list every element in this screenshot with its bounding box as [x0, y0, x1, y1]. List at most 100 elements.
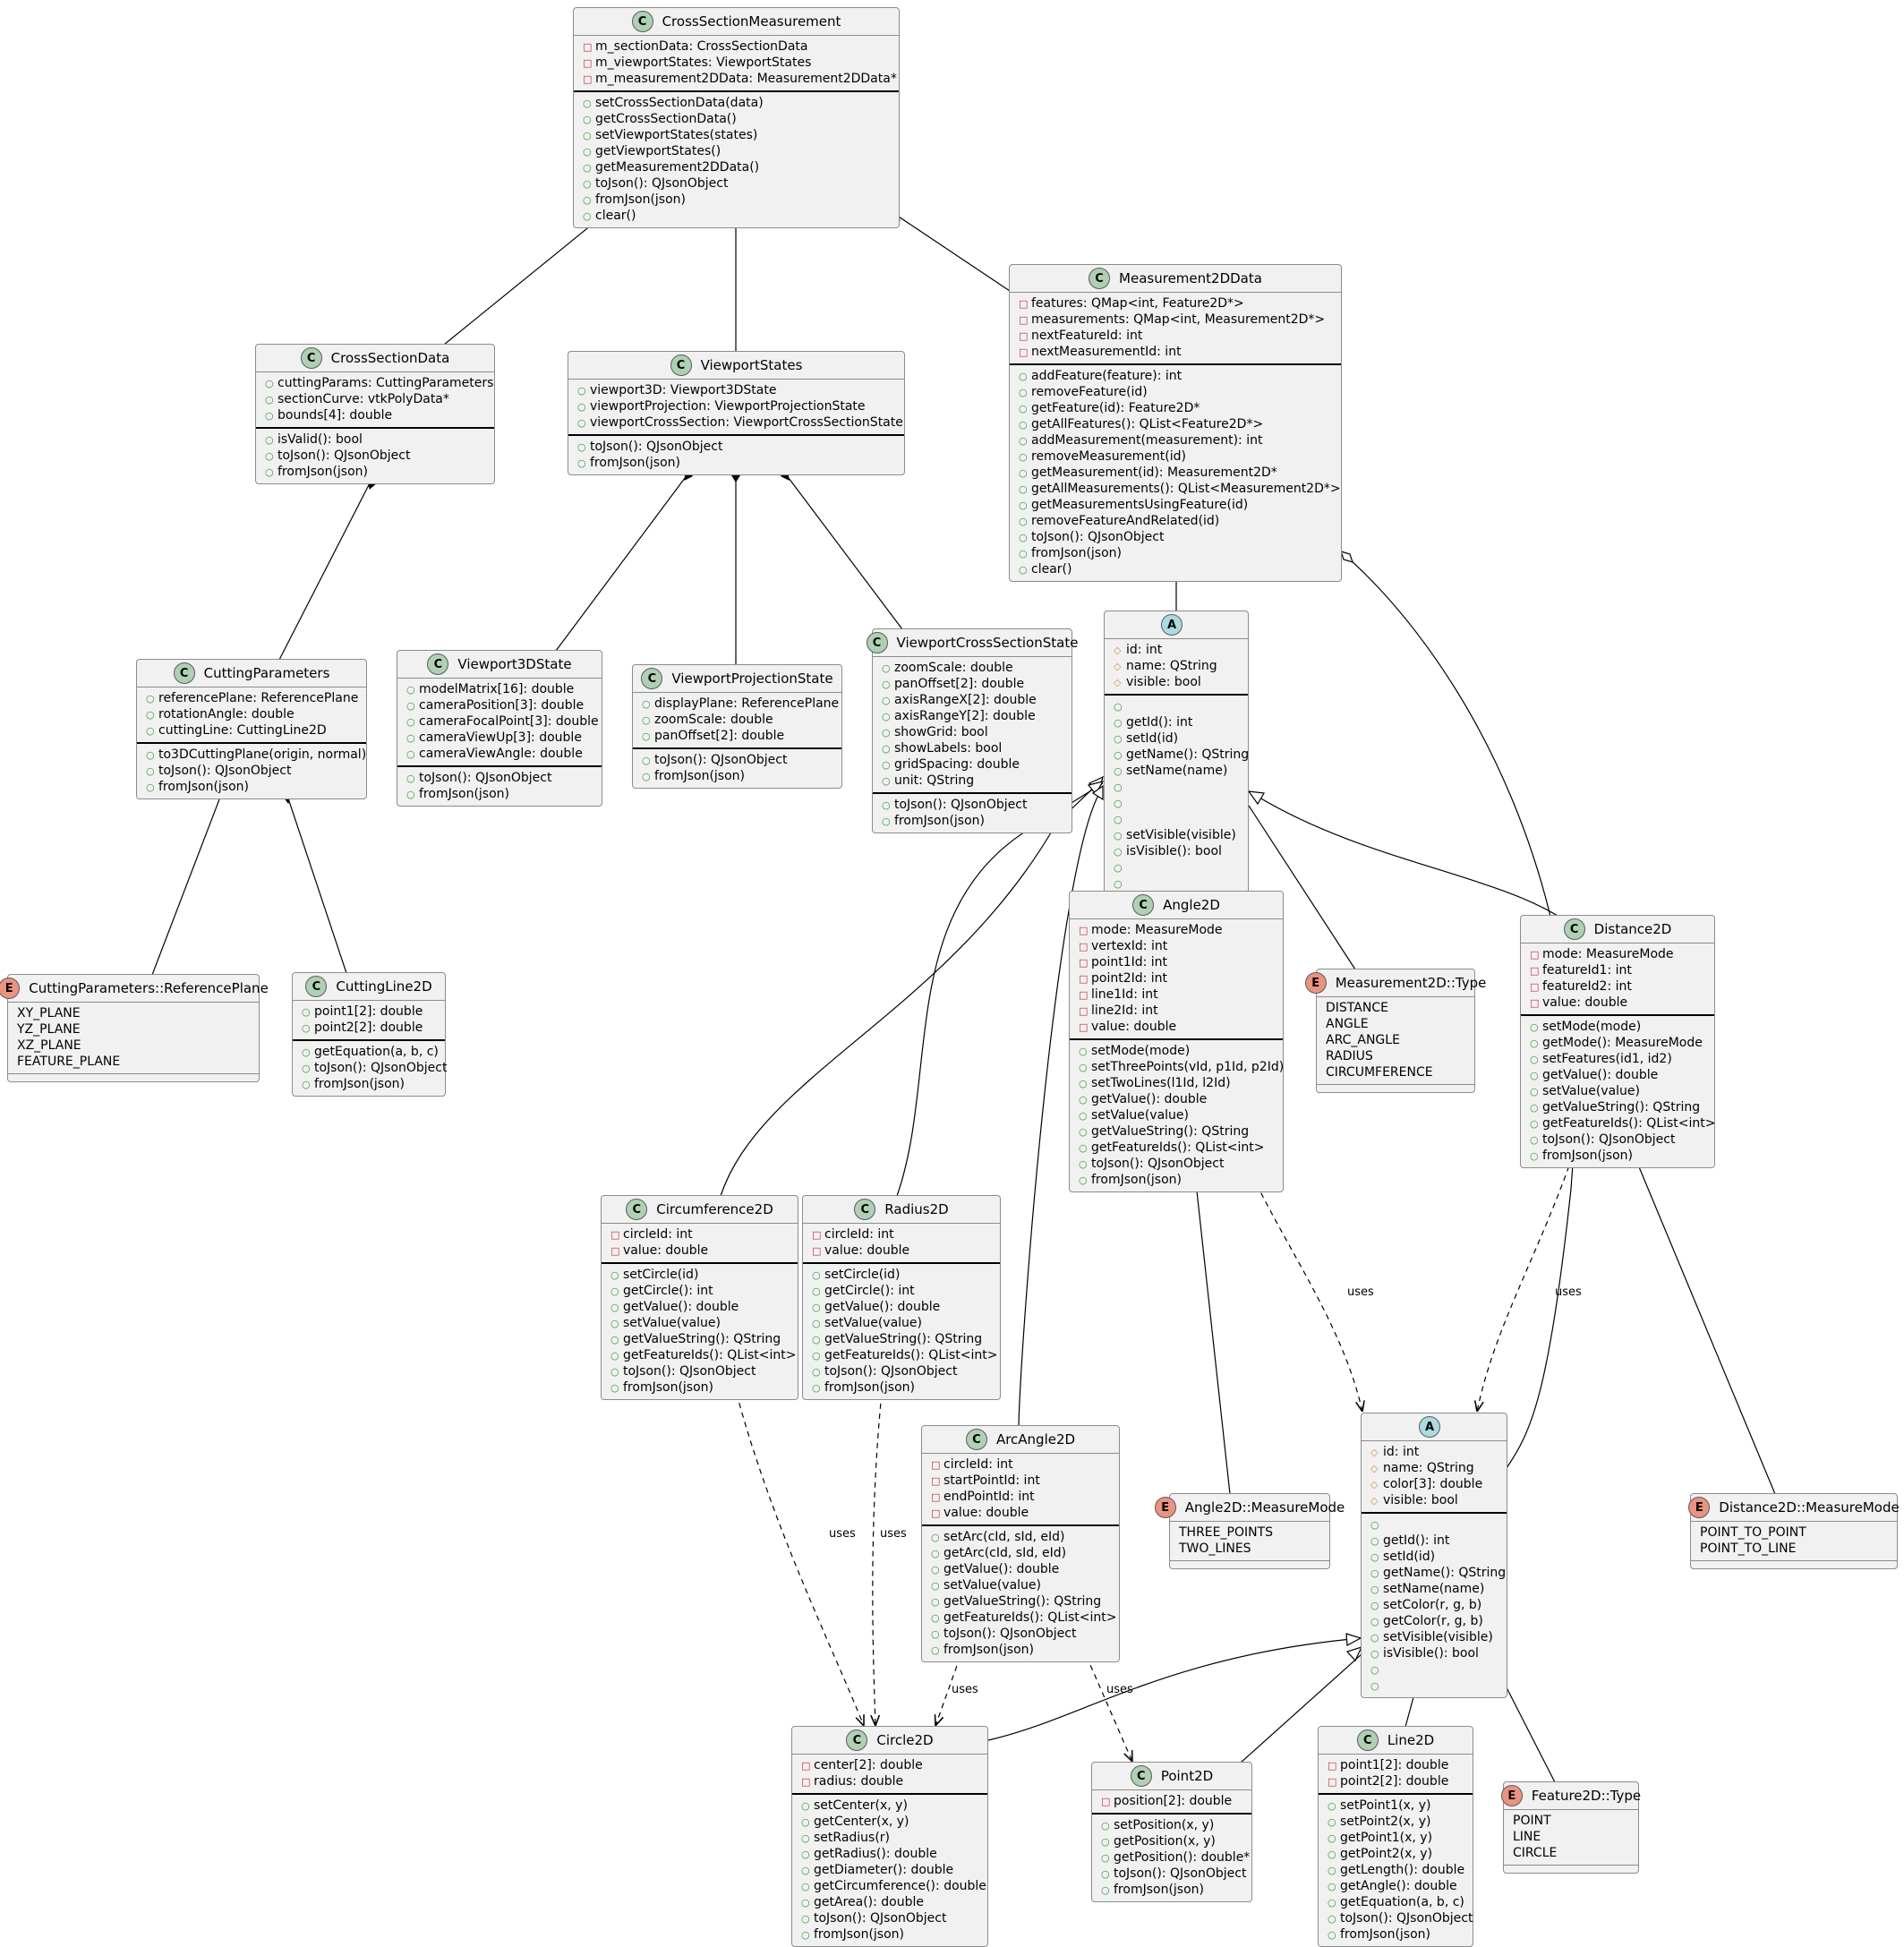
attribute-text: name: QString — [1126, 659, 1217, 673]
attribute-row: ○sectionCurve: vtkPolyData* — [256, 391, 494, 407]
attribute-row: ○axisRangeY[2]: double — [873, 708, 1072, 724]
public-icon: ○ — [1079, 1046, 1088, 1057]
attribute-row: □featureId1: int — [1521, 962, 1714, 978]
public-icon: ○ — [1114, 781, 1123, 793]
public-icon: ○ — [642, 771, 651, 782]
method-text: setPosition(x, y) — [1114, 1818, 1215, 1832]
attribute-text: name: QString — [1383, 1461, 1474, 1475]
method-row: ○getCircle(): int — [602, 1283, 798, 1299]
attribute-text: measurements: QMap<int, Measurement2D*> — [1031, 312, 1326, 327]
class-name: Distance2D — [1593, 921, 1672, 937]
method-row: ○getFeatureIds(): QList<int> — [602, 1347, 798, 1363]
public-icon: ○ — [1101, 1836, 1110, 1848]
class-name: ViewportStates — [700, 357, 803, 373]
attribute-text: position[2]: double — [1114, 1794, 1233, 1808]
attribute-text: value: double — [1542, 995, 1628, 1010]
attribute-row: ○displayPlane: ReferencePlane — [633, 696, 841, 712]
class-icon: C — [305, 976, 328, 997]
class-icon: C — [300, 347, 322, 369]
method-text: clear() — [595, 209, 636, 223]
attribute-row: □circleId: int — [922, 1456, 1119, 1473]
attribute-row: ○showLabels: bool — [873, 740, 1072, 756]
class-name: Line2D — [1387, 1732, 1435, 1748]
attribute-text: sectionCurve: vtkPolyData* — [277, 392, 449, 406]
enum-value: CIRCUMFERENCE — [1326, 1065, 1433, 1080]
method-text: fromJson(json) — [1542, 1149, 1633, 1163]
method-text: getAngle(): double — [1340, 1879, 1457, 1893]
public-icon: ○ — [1114, 798, 1123, 809]
method-row: ○ — [1362, 1678, 1507, 1694]
method-row: ○getPoint2(x, y) — [1319, 1846, 1473, 1862]
attribute-text: id: int — [1383, 1445, 1420, 1459]
enum-icon: E — [0, 978, 21, 999]
method-text: fromJson(json) — [314, 1077, 405, 1091]
method-row: ○getValueString(): QString — [1070, 1123, 1283, 1140]
public-icon: ○ — [610, 1350, 619, 1362]
attribute-row: □mode: MeasureMode — [1070, 922, 1283, 938]
protected-icon: ◇ — [1370, 1479, 1379, 1490]
attribute-text: visible: bool — [1126, 675, 1201, 689]
public-icon: ○ — [146, 725, 155, 737]
public-icon: ○ — [931, 1564, 940, 1576]
class-name: ViewportCrossSectionState — [896, 635, 1079, 651]
method-row: ○toJson(): QJsonObject — [633, 752, 841, 768]
method-row: ○setRadius(r) — [792, 1830, 987, 1846]
private-icon: □ — [1079, 941, 1089, 952]
method-text: setPoint1(x, y) — [1340, 1798, 1431, 1813]
attribute-text: m_sectionData: CrossSectionData — [595, 39, 808, 54]
public-icon: ○ — [801, 1849, 810, 1860]
method-text: removeFeature(id) — [1031, 385, 1148, 399]
method-text: getValueString(): QString — [824, 1332, 983, 1346]
method-text: getViewportStates() — [595, 144, 721, 158]
public-icon: ○ — [801, 1897, 810, 1909]
method-row: ○getMeasurement(id): Measurement2D* — [1010, 465, 1341, 481]
method-text: setThreePoints(vId, p1Id, p2Id) — [1091, 1060, 1285, 1074]
public-icon: ○ — [882, 759, 891, 771]
attribute-row: ○point2[2]: double — [293, 1020, 445, 1036]
method-text: getEquation(a, b, c) — [314, 1045, 439, 1059]
method-text: getArea(): double — [814, 1895, 925, 1909]
public-icon: ○ — [1370, 1519, 1379, 1531]
public-icon: ○ — [1114, 814, 1123, 825]
public-icon: ○ — [406, 773, 415, 784]
public-icon: ○ — [1328, 1881, 1336, 1892]
class-icon: C — [854, 1199, 876, 1220]
attribute-text: visible: bool — [1383, 1493, 1458, 1507]
method-row: ○fromJson(json) — [633, 768, 841, 784]
attribute-row: □features: QMap<int, Feature2D*> — [1010, 295, 1341, 312]
attributes-section: □m_sectionData: CrossSectionData□m_viewp… — [574, 35, 899, 90]
method-row: ○fromJson(json) — [1319, 1926, 1473, 1943]
public-icon: ○ — [882, 775, 891, 787]
attribute-text: showGrid: bool — [894, 725, 988, 739]
method-text: getFeature(id): Feature2D* — [1031, 401, 1200, 415]
private-icon: □ — [1530, 981, 1540, 993]
method-text: setPoint2(x, y) — [1340, 1815, 1431, 1829]
class-name: Point2D — [1160, 1768, 1214, 1784]
method-text: setValue(value) — [1091, 1108, 1190, 1123]
method-text: getArc(cId, sId, eId) — [943, 1546, 1067, 1560]
method-text: getPosition(x, y) — [1114, 1834, 1216, 1849]
method-text: fromJson(json) — [894, 814, 985, 828]
attributes-section: □position[2]: double — [1092, 1789, 1251, 1813]
uses-label-angle: uses — [1347, 1285, 1374, 1299]
method-text: setVisible(visible) — [1383, 1630, 1493, 1644]
attribute-text: color[3]: double — [1383, 1477, 1483, 1491]
attribute-row: ◇visible: bool — [1105, 674, 1248, 690]
private-icon: □ — [1079, 1021, 1089, 1033]
method-text: setValue(value) — [1542, 1084, 1641, 1098]
method-row: ○ — [1105, 875, 1248, 892]
attribute-row: ◇ color[3]: double — [1362, 1476, 1507, 1492]
attribute-text: cuttingLine: CuttingLine2D — [158, 723, 327, 738]
attribute-text: displayPlane: ReferencePlane — [654, 696, 840, 711]
public-icon: ○ — [1530, 1054, 1539, 1065]
method-row: ○getValue(): double — [1521, 1067, 1714, 1083]
public-icon: ○ — [1530, 1021, 1539, 1033]
